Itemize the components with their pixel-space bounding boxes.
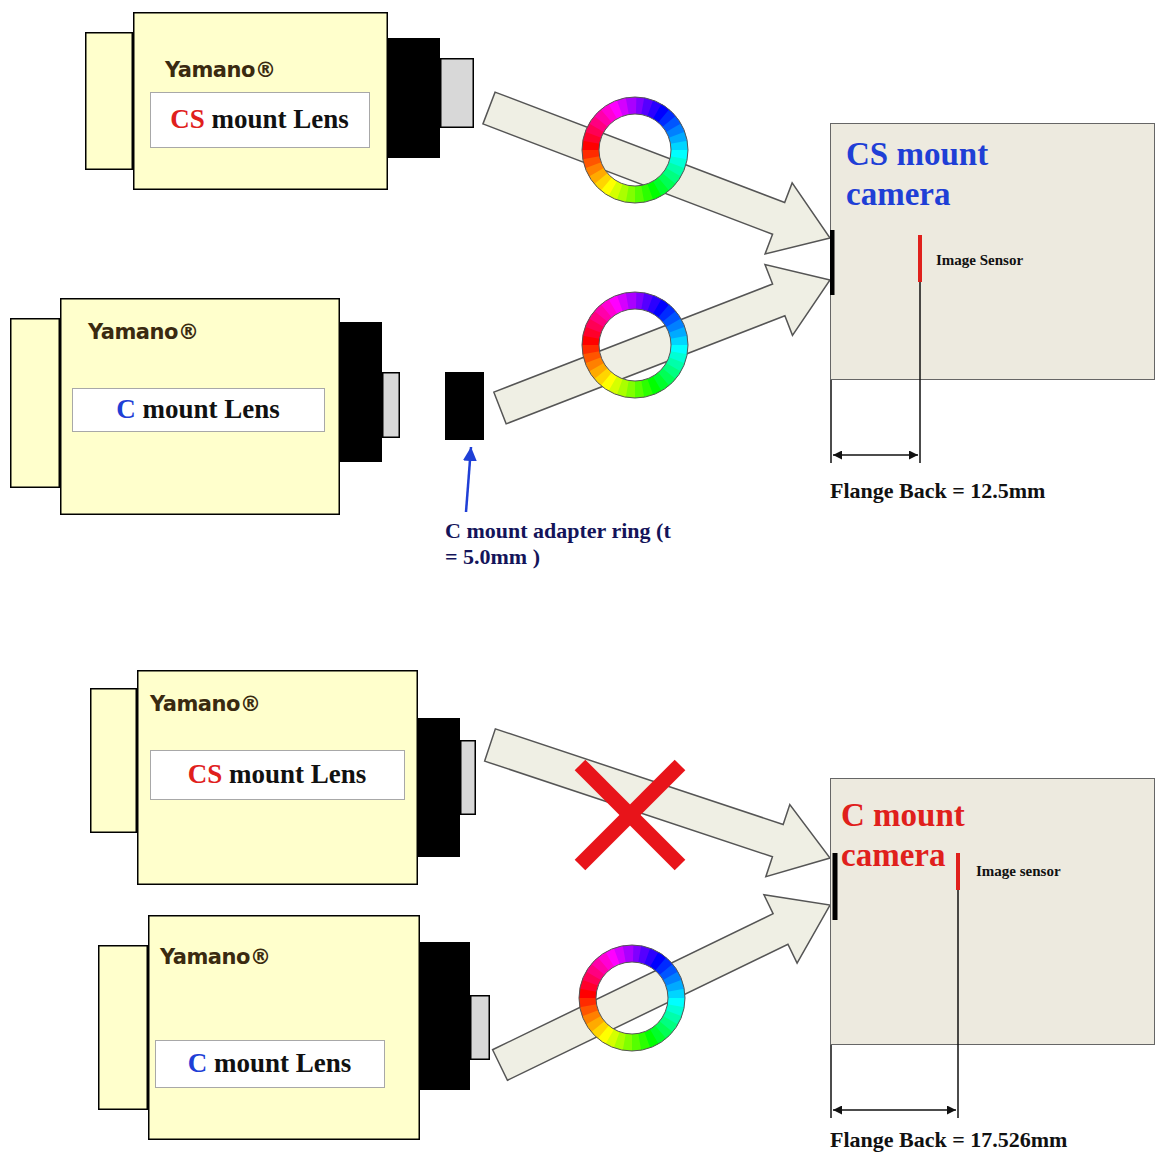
image-sensor [918,235,922,282]
mount-flange [832,853,837,920]
lens-shape [98,915,490,1140]
lens-label-box: C mount Lens [155,1040,385,1088]
lens-cap [11,319,60,488]
brand-logo: Yamano® [88,320,198,344]
ok-ring [582,97,688,203]
fit-arrow [483,92,830,254]
dimension-label: Flange Back = 12.5mm [830,478,1045,504]
brand-logo: Yamano® [165,58,275,82]
sensor-label: Image sensor [976,863,1061,880]
lens-mount [461,741,476,815]
fit-arrow [494,264,830,423]
camera-title: CS mount camera [846,134,1046,215]
lens-body: Yamano® CS mount Lens [85,12,474,190]
lens-barrel [389,39,440,158]
lens-body: Yamano® C mount Lens [98,915,490,1140]
lens-mount [383,373,400,438]
lens-barrel [421,943,470,1090]
lens-mount [441,59,474,128]
part-label: C mount adapter ring (t = 5.0mm ) [445,518,673,570]
lens-label-box: CS mount Lens [150,92,370,148]
lens-body: Yamano® CS mount Lens [90,670,476,885]
lens-barrel [341,323,382,462]
lens-barrel [419,719,460,857]
dimension-line [957,890,959,1045]
lens-mount [471,996,490,1060]
fit-arrow [493,895,830,1080]
lens-type-label: C mount Lens [188,1048,352,1079]
sensor-label: Image Sensor [936,252,1023,269]
lens-housing [61,299,340,515]
mount-flange [830,230,835,295]
fit-arrow [485,729,830,877]
ok-ring [582,292,688,398]
ng-cross [580,765,680,865]
dimension-line [919,282,921,380]
ok-ring [579,945,685,1051]
leader-arrow [466,447,471,512]
lens-label-box: C mount Lens [72,388,325,432]
lens-cap [86,33,133,170]
lens-body: Yamano® C mount Lens [10,298,400,515]
lens-type-label: CS mount Lens [188,759,367,790]
lens-housing [149,916,420,1140]
lens-cap [91,689,137,833]
camera-box: CS mount cameraImage Sensor [830,123,1155,380]
camera-box: C mount cameraImage sensor [830,778,1155,1045]
lens-housing [138,671,418,885]
lens-housing [134,13,388,190]
lens-type-label: CS mount Lens [170,104,349,135]
brand-logo: Yamano® [160,945,270,969]
lens-label-box: CS mount Lens [150,750,405,800]
image-sensor [956,853,960,890]
adapter-ring [445,372,484,440]
brand-logo: Yamano® [150,692,260,716]
dimension-label: Flange Back = 17.526mm [830,1127,1067,1153]
lens-type-label: C mount Lens [116,394,280,425]
lens-cap [99,946,148,1110]
